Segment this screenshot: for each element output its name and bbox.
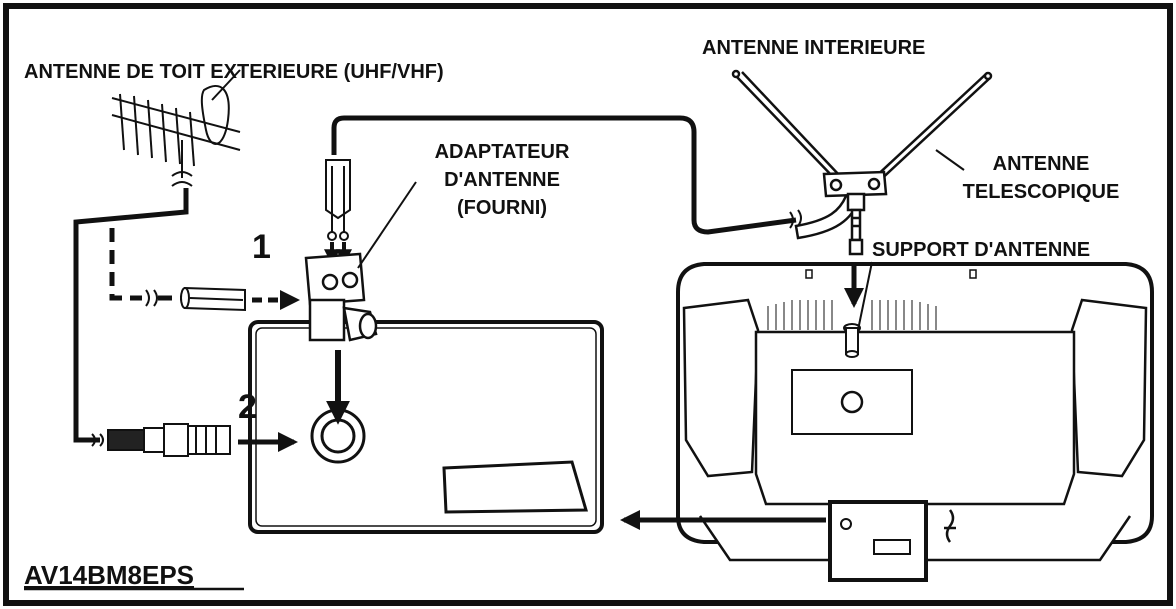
outdoor-antenna-icon: [111, 69, 241, 187]
telescopic-label-line1: ANTENNE: [993, 153, 1090, 175]
twin-lead-fork-icon: [325, 159, 351, 241]
adapter-label-line1: ADAPTATEUR: [435, 141, 570, 163]
power-cord-icon: [944, 509, 956, 543]
coax-plug-icon: [107, 423, 231, 457]
ribbon-cable-icon: [180, 286, 246, 312]
outdoor-antenna-label: ANTENNE DE TOIT EXTERIEURE (UHF/VHF): [24, 61, 444, 83]
outdoor-cable: [73, 188, 189, 443]
step-2-label: 2: [238, 388, 257, 426]
antenna-adapter-icon: [304, 252, 378, 342]
tv-vent-grille: [767, 300, 937, 330]
adapter-pointer-line: [357, 181, 417, 269]
indoor-antenna-label: ANTENNE INTERIEURE: [702, 37, 925, 59]
adapter-label-line3: (FOURNI): [457, 197, 547, 219]
support-pointer-line: [857, 261, 873, 331]
telescopic-pointer-line: [935, 149, 965, 171]
adapter-label-line2: D'ANTENNE: [444, 169, 560, 191]
telescopic-label-line2: TELESCOPIQUE: [963, 181, 1120, 203]
indoor-antenna-icon: [731, 69, 993, 256]
tv-antenna-mount-icon: [843, 323, 861, 358]
tv-rear-view: [676, 262, 1154, 562]
model-label: AV14BM8EPS: [24, 560, 194, 590]
connector-panel: [442, 460, 588, 514]
indoor-antenna-cable: [331, 115, 797, 235]
support-label: SUPPORT D'ANTENNE: [872, 239, 1090, 261]
antenna-socket-icon: [310, 408, 366, 464]
step-1-label: 1: [252, 228, 271, 266]
tv-rear-panel-zoomed: [248, 320, 604, 534]
